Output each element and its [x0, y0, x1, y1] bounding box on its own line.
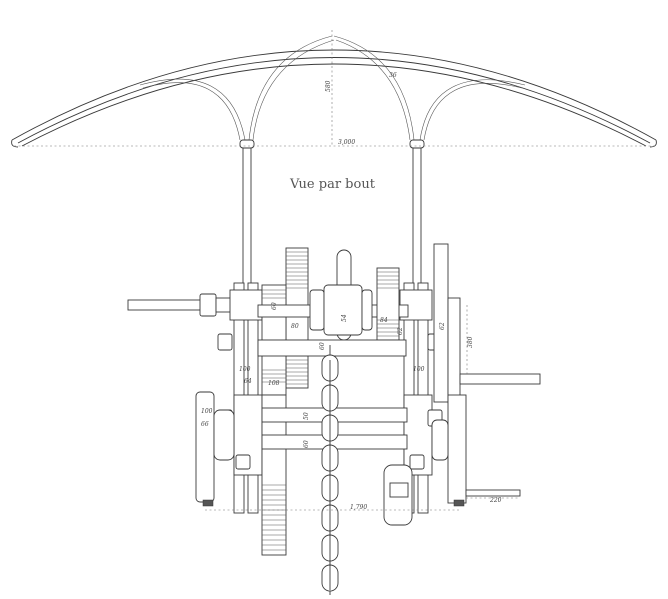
support-columns: [242, 148, 422, 290]
dim-right-bracket: 62: [439, 322, 446, 330]
dim-chain-shaft-upper: 50: [303, 412, 310, 420]
dim-arch-rise: 580: [325, 80, 332, 92]
hoist-mechanism: [127, 243, 541, 595]
dim-handle-offset: 380: [467, 336, 474, 348]
dim-chain-shaft-lower: 60: [303, 440, 310, 448]
dim-brake-inner: 66: [201, 421, 209, 428]
dim-shaft-upper: 60: [271, 302, 278, 310]
dim-base-span: 1,790: [350, 504, 367, 511]
dim-pinion: 80: [291, 323, 299, 330]
dim-brake-width: 100: [201, 408, 213, 415]
dim-rib: 36: [389, 72, 397, 79]
dim-frame-width: 100: [239, 366, 251, 373]
dim-mid-left: 60: [319, 342, 326, 350]
lifting-chain: [321, 345, 339, 595]
arch-dimensions: 580 3,000 36: [14, 30, 654, 147]
mechanism-dimensions: 1,790 220 380 62 60 80 54 84 100 64 108 …: [201, 302, 520, 511]
dim-shaft-center: 54: [341, 314, 348, 322]
dim-frame-inner: 64: [244, 378, 252, 385]
dim-arch-span: 3,000: [338, 139, 355, 146]
dim-gear-width: 108: [268, 380, 280, 387]
drawing-title: Vue par bout: [289, 177, 376, 192]
arched-roof: [11, 35, 657, 149]
dim-base-right: 220: [489, 497, 502, 504]
dim-drum: 84: [380, 317, 388, 324]
dim-upper-right: 62: [397, 327, 404, 335]
dim-right-frame: 100: [413, 366, 425, 373]
